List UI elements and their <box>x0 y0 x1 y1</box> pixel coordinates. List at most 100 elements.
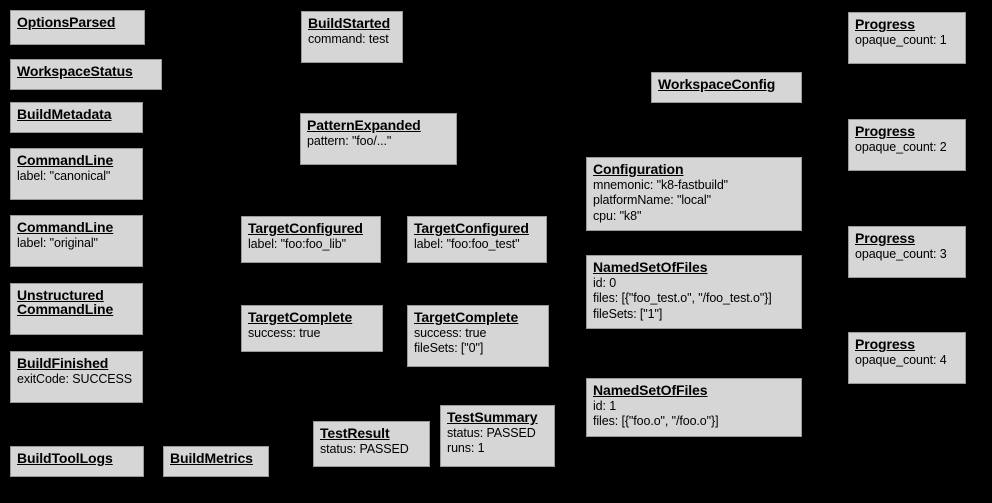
node-field: pattern: "foo/..." <box>307 134 392 148</box>
node-title: NamedSetOfFiles <box>593 260 795 274</box>
node-title: WorkspaceConfig <box>658 77 795 91</box>
node-field: mnemonic: "k8-fastbuild" <box>593 178 729 192</box>
node-title-line: Progress <box>855 336 915 352</box>
node-progress-1[interactable]: Progress opaque_count: 1 <box>848 12 966 64</box>
node-title-line: WorkspaceConfig <box>658 76 776 92</box>
node-title: WorkspaceStatus <box>17 64 155 78</box>
node-title-line: BuildFinished <box>17 355 109 371</box>
node-field: command: test <box>308 32 389 46</box>
node-title: Configuration <box>593 162 795 176</box>
node-title-line: TargetComplete <box>248 309 353 325</box>
node-field: success: true <box>248 326 321 340</box>
node-title-line: TestResult <box>320 425 390 441</box>
node-title-line: NamedSetOfFiles <box>593 382 708 398</box>
node-title: TargetConfigured <box>414 221 540 235</box>
node-build-tool-logs[interactable]: BuildToolLogs <box>10 446 144 477</box>
node-title-line: CommandLine <box>17 152 114 168</box>
node-fields: opaque_count: 4 <box>855 353 959 368</box>
node-title-line: TestSummary <box>447 409 538 425</box>
node-field: fileSets: ["1"] <box>593 306 663 321</box>
node-title-line: CommandLine <box>17 219 114 235</box>
node-field: opaque_count: 2 <box>855 140 947 154</box>
node-title: PatternExpanded <box>307 118 450 132</box>
node-fields: label: "original" <box>17 236 136 251</box>
node-fields: exitCode: SUCCESS <box>17 372 136 387</box>
node-fields: opaque_count: 3 <box>855 247 959 262</box>
node-title-line: Configuration <box>593 161 684 177</box>
node-field: files: [{"foo_test.o", "/foo_test.o"}] <box>593 291 772 306</box>
node-title: TestSummary <box>447 410 548 424</box>
node-title-line: TargetConfigured <box>414 220 529 236</box>
node-fields: label: "foo:foo_test" <box>414 237 540 252</box>
node-field: opaque_count: 4 <box>855 353 947 367</box>
node-build-metrics[interactable]: BuildMetrics <box>163 446 269 477</box>
node-field: opaque_count: 3 <box>855 247 947 261</box>
node-workspace-config[interactable]: WorkspaceConfig <box>651 72 802 103</box>
node-title-line: WorkspaceStatus <box>17 63 133 79</box>
node-title: BuildStarted <box>308 16 396 30</box>
node-title: TargetComplete <box>248 310 376 324</box>
node-fields: label: "foo:foo_lib" <box>248 237 374 252</box>
node-title: BuildMetadata <box>17 107 136 121</box>
node-fields: success: true <box>248 326 376 341</box>
node-build-metadata[interactable]: BuildMetadata <box>10 102 143 133</box>
node-fields: label: "canonical" <box>17 169 136 184</box>
node-title: TargetConfigured <box>248 221 374 235</box>
node-build-started[interactable]: BuildStarted command: test <box>301 11 403 63</box>
node-field: status: PASSED <box>447 426 536 440</box>
node-title-line: Progress <box>855 230 915 246</box>
node-title-line: BuildMetadata <box>17 106 112 122</box>
node-fields: opaque_count: 1 <box>855 33 959 48</box>
node-title-line: OptionsParsed <box>17 14 116 30</box>
node-title-line: CommandLine <box>17 301 114 317</box>
node-title: Progress <box>855 231 959 245</box>
node-workspace-status[interactable]: WorkspaceStatus <box>10 59 162 90</box>
node-field: exitCode: SUCCESS <box>17 372 133 386</box>
node-fields: pattern: "foo/..." <box>307 134 450 149</box>
node-fields: status: PASSED <box>320 442 423 457</box>
node-options-parsed[interactable]: OptionsParsed <box>10 10 145 45</box>
node-fields: command: test <box>308 32 396 47</box>
node-title: Progress <box>855 124 959 138</box>
node-field: success: true <box>414 326 487 340</box>
node-title-line: TargetComplete <box>414 309 519 325</box>
node-title: BuildFinished <box>17 356 136 370</box>
node-field: id: 0 <box>593 276 617 290</box>
node-title-line: Unstructured <box>17 287 104 303</box>
node-title-line: BuildToolLogs <box>17 450 113 466</box>
node-progress-2[interactable]: Progress opaque_count: 2 <box>848 119 966 171</box>
node-field: label: "original" <box>17 236 98 250</box>
node-title: Progress <box>855 17 959 31</box>
node-field: opaque_count: 1 <box>855 33 947 47</box>
node-title: CommandLine <box>17 153 136 167</box>
node-field: status: PASSED <box>320 442 409 456</box>
node-title: CommandLine <box>17 220 136 234</box>
node-title-line: PatternExpanded <box>307 117 421 133</box>
node-field: files: [{"foo.o", "/foo.o"}] <box>593 414 719 429</box>
node-title-line: TargetConfigured <box>248 220 363 236</box>
node-field: id: 1 <box>593 399 617 413</box>
node-field: label: "foo:foo_test" <box>414 237 520 251</box>
node-title: TargetComplete <box>414 310 542 324</box>
